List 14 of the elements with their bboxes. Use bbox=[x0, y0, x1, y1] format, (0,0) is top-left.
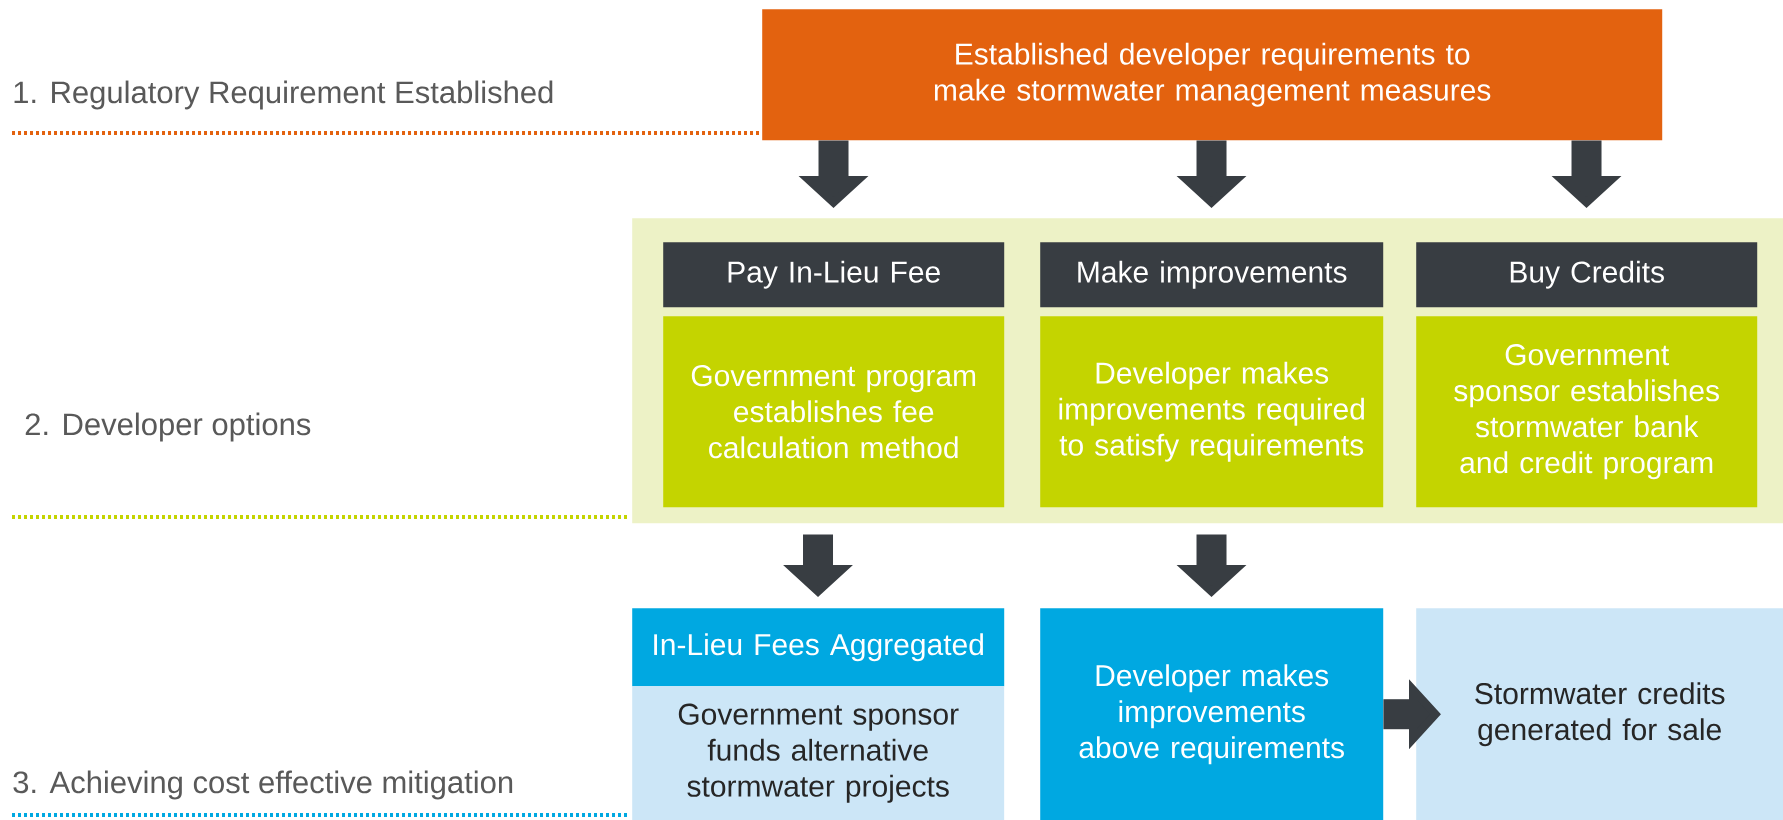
outcome-box: Developer makes improvements above requirements bbox=[1040, 608, 1384, 820]
outcome-box: Government sponsor funds alternative stormwater projects bbox=[632, 686, 1005, 820]
option-box: Government sponsor establishes stormwater bank and credit program bbox=[1416, 316, 1758, 508]
step-label: 2. Developer options bbox=[25, 412, 311, 442]
process-box: Established developer requirements to make stormwater management measures bbox=[762, 9, 1663, 141]
header-box: Pay In-Lieu Fee bbox=[663, 242, 1005, 308]
header-box: Buy Credits bbox=[1416, 242, 1758, 308]
outcome-box: Stormwater credits generated for sale bbox=[1416, 608, 1783, 820]
option-box: Developer makes improvements required to satisfy requirements bbox=[1040, 316, 1384, 508]
option-box: Government program establishes fee calculation method bbox=[663, 316, 1005, 508]
header-box: In-Lieu Fees Aggregated bbox=[632, 608, 1005, 687]
step-label: 3. Achieving cost effective mitigation bbox=[13, 770, 513, 800]
header-box: Make improvements bbox=[1040, 242, 1384, 308]
step-label: 1. Regulatory Requirement Established bbox=[14, 80, 553, 110]
